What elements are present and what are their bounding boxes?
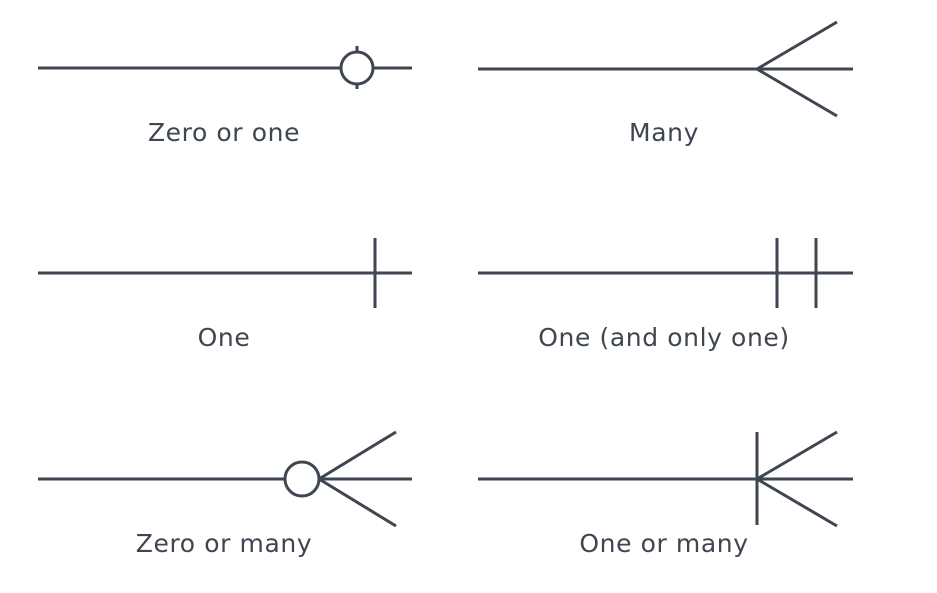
one-symbol bbox=[38, 238, 412, 308]
many-crowfoot-upper bbox=[756, 20, 838, 71]
zero-or-many-crowfoot-upper bbox=[318, 430, 397, 481]
one-or-many-symbol bbox=[478, 430, 853, 528]
zero-or-many-crowfoot-lower bbox=[318, 477, 397, 528]
zero-or-many-label: Zero or many bbox=[135, 529, 313, 558]
one-or-many-label: One or many bbox=[579, 529, 749, 558]
one-or-many-crowfoot-upper bbox=[756, 430, 838, 481]
many-label: Many bbox=[629, 118, 699, 147]
zero-or-one-symbol bbox=[38, 46, 412, 89]
many-symbol bbox=[478, 20, 853, 118]
zero-or-one-label: Zero or one bbox=[147, 118, 301, 147]
one-and-only-one-label: One (and only one) bbox=[538, 323, 790, 352]
zero-or-many-symbol bbox=[38, 430, 412, 528]
one-and-only-one-symbol bbox=[478, 238, 853, 308]
zero-or-one-circle bbox=[339, 50, 375, 86]
one-label: One bbox=[197, 323, 251, 352]
many-crowfoot-lower bbox=[756, 67, 838, 118]
zero-or-many-circle bbox=[283, 460, 321, 498]
one-or-many-crowfoot-lower bbox=[756, 477, 838, 528]
